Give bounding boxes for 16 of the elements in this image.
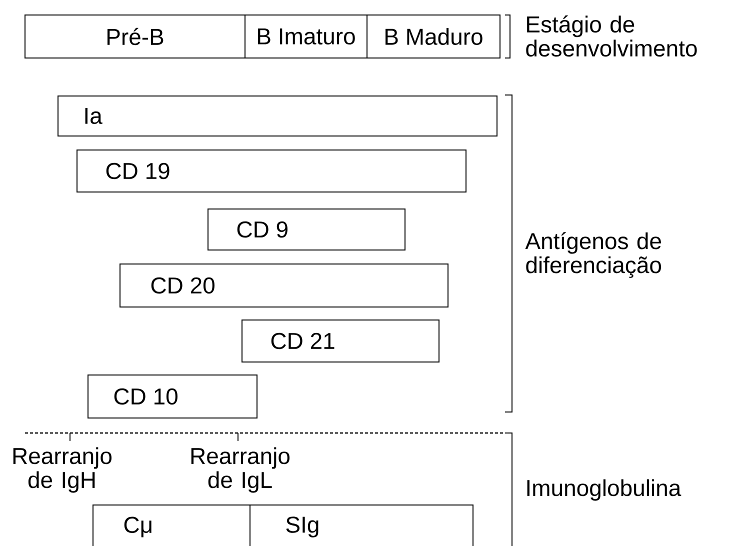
stage-bar: CD 9 <box>208 208 406 250</box>
side-label: Imunoglobulina <box>527 479 682 501</box>
side-label: Estágio de desenvolvimento <box>526 15 697 57</box>
stage-bar: CD 10 <box>88 374 258 418</box>
stage-bar: CD 19 <box>76 150 466 192</box>
stage-bar: CD 21 <box>242 320 440 362</box>
stage-bar: Cμ <box>92 504 250 546</box>
stage-bar: Ia <box>58 96 498 136</box>
stage-bar: B Imaturo <box>244 14 368 58</box>
side-label: Rearranjo de IgL <box>191 447 290 493</box>
stage-bar: CD 20 <box>120 264 448 308</box>
stage-bar: SIg <box>250 504 474 546</box>
side-label: Rearranjo de IgH <box>13 447 112 493</box>
stage-bar: Pré-B <box>24 14 246 58</box>
side-label: Antígenos de diferenciação <box>525 232 662 278</box>
stage-bar: B Maduro <box>366 14 500 58</box>
